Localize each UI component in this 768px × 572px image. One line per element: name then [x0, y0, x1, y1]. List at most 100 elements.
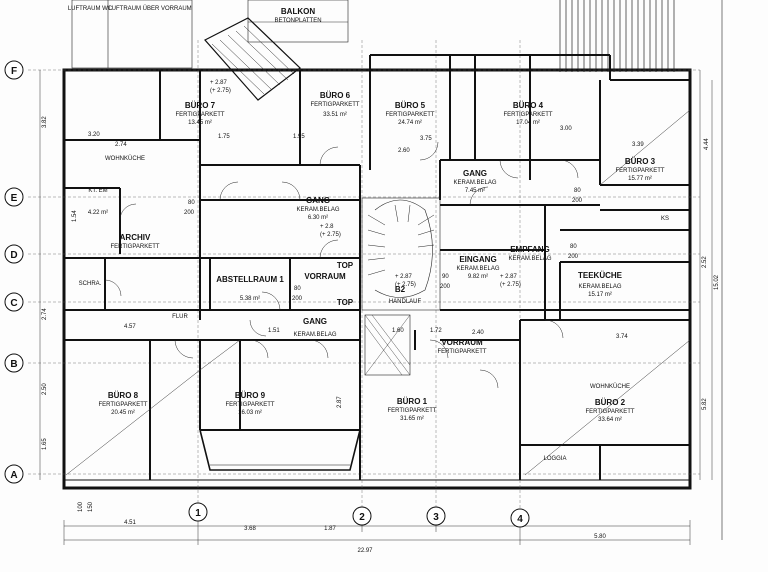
room-area: 17.04 m²	[516, 120, 540, 126]
height-markers: + 2.87 (+ 2.75) + 2.8 (+ 2.75) + 2.87 (+…	[210, 80, 521, 288]
balkon-sub-label: BETONPLATTEN	[274, 18, 321, 24]
room-name: EMPFANG	[510, 245, 550, 254]
misc-dimension: 1.95	[293, 134, 305, 140]
dimension-texts: 22.97 4.51 3.68 1.87 5.80 3.82 2.50 1.65…	[42, 116, 720, 554]
door-code: 200	[440, 284, 451, 290]
room-name: BÜRO 2	[595, 398, 626, 407]
room-floor: KERAM.BELAG	[453, 180, 496, 186]
door-code: 80	[188, 200, 195, 206]
dimension-lines	[39, 70, 713, 545]
b2-label: B2	[395, 285, 406, 294]
room-floor: FERTIGPARKETT	[585, 409, 634, 415]
height-label: (+ 2.75)	[500, 282, 521, 288]
door-code: 80	[570, 244, 577, 250]
room-name: TEEKÜCHE	[578, 271, 623, 280]
room-name: ABSTELLRAUM 1	[216, 275, 284, 284]
room-floor: FERTIGPARKETT	[225, 402, 274, 408]
axis-row-label: A	[10, 470, 17, 481]
height-label: (+ 2.75)	[320, 232, 341, 238]
room-floor: KERAM.BELAG	[578, 284, 621, 290]
top-label: TOP	[337, 261, 354, 270]
room-name: BÜRO 7	[185, 101, 216, 110]
right-dimension: 2.52	[702, 256, 708, 268]
room-name: BÜRO 4	[513, 101, 544, 110]
room-area: 9.82 m²	[468, 274, 488, 280]
room-floor: FERTIGPARKETT	[110, 244, 159, 250]
room-name: BÜRO 5	[395, 101, 426, 110]
door-code: 80	[294, 286, 301, 292]
axis-row-label: F	[11, 66, 17, 77]
right-dimension: 5.82	[702, 398, 708, 410]
room-area: 15.77 m²	[628, 176, 652, 182]
room-name: EINGANG	[459, 255, 496, 264]
room-area: 13.45 m²	[188, 120, 212, 126]
height-label: + 2.8	[320, 224, 334, 230]
axis-col-label: 3	[433, 512, 439, 523]
luftraum-wc-label: LUFTRAUM WC	[68, 6, 113, 12]
loggia-label: LOGGIA	[543, 456, 566, 462]
height-label: + 2.87	[210, 80, 228, 86]
misc-dimension: 3.74	[616, 334, 628, 340]
segment-dimension: 4.51	[124, 520, 136, 526]
room-floor: FERTIGPARKETT	[437, 349, 486, 355]
door-codes: 80 200 80 200 90 200 80 200 80 200	[184, 188, 583, 302]
room-area: 24.74 m²	[398, 120, 422, 126]
axis-col-label: 2	[359, 512, 365, 523]
room-name: GANG	[463, 169, 487, 178]
room-floor: FERTIGPARKETT	[387, 408, 436, 414]
wohnkueche-label: WOHNKÜCHE	[590, 383, 630, 390]
room-area: 15.17 m²	[588, 292, 612, 298]
misc-dimension: 3.00	[560, 126, 572, 132]
room-name: BÜRO 8	[108, 391, 139, 400]
balkon-label: BALKON	[281, 7, 315, 16]
right-dimension: 4.44	[704, 138, 710, 150]
row-axis-bubbles: F E D C B A	[4, 60, 24, 484]
room-area: 4.22 m²	[88, 210, 108, 216]
height-label: (+ 2.75)	[210, 88, 231, 94]
room-name: ARCHIV	[120, 233, 151, 242]
stair-core	[361, 197, 441, 376]
col-axis-bubbles: 1 2 3 4	[188, 502, 530, 528]
misc-dimension: 100	[78, 501, 84, 512]
small-labels: WOHNKÜCHE WOHNKÜCHE LOGGIA SCHRA. KS FLU…	[79, 155, 669, 462]
top-label: TOP	[337, 298, 354, 307]
misc-dimension: 150	[88, 501, 94, 512]
room-floor: FERTIGPARKETT	[615, 168, 664, 174]
schrank-label: SCHRA.	[79, 281, 102, 287]
room-floor: FERTIGPARKETT	[503, 112, 552, 118]
room-area: 31.65 m²	[400, 416, 424, 422]
door-swings	[104, 141, 579, 389]
room-name: GANG	[306, 196, 330, 205]
left-dimension: 3.82	[42, 116, 48, 128]
room-area: 33.64 m²	[598, 417, 622, 423]
door-code: 80	[574, 188, 581, 194]
misc-dimension: 4.57	[124, 324, 136, 330]
room-floor: FERTIGPARKETT	[310, 102, 359, 108]
room-area: 33.51 m²	[323, 112, 347, 118]
axis-row-label: C	[10, 298, 17, 309]
misc-dimension: 2.40	[472, 330, 484, 336]
room-area: 16.03 m²	[238, 410, 262, 416]
room-area: 7.45 m²	[465, 188, 485, 194]
room-area: 6.30 m²	[308, 215, 328, 221]
bay-window	[199, 429, 361, 471]
room-name: VORRAUM	[441, 338, 483, 347]
height-label: (+ 2.75)	[395, 282, 416, 288]
axis-row-label: E	[11, 193, 18, 204]
room-name: GANG	[303, 317, 327, 326]
door-code: 200	[184, 210, 195, 216]
misc-dimension: 1.54	[72, 210, 78, 222]
room-floor: KERAM.BELAG	[296, 207, 339, 213]
room-name: BÜRO 9	[235, 391, 266, 400]
room-floor: FERTIGPARKETT	[98, 402, 147, 408]
total-width-dimension: 22.97	[357, 548, 373, 554]
luftraum-vorraum-label: LUFTRAUM ÜBER VORRAUM	[108, 5, 191, 12]
door-code: 200	[292, 296, 303, 302]
handlauf-label: HANDLAUF	[389, 299, 422, 305]
misc-dimension: 2.74	[42, 308, 48, 320]
room-floor: KERAM.BELAG	[293, 332, 336, 338]
misc-dimension: 2.74	[115, 142, 127, 148]
room-area: 20.45 m²	[111, 410, 135, 416]
misc-dimension: 1.72	[430, 328, 442, 334]
